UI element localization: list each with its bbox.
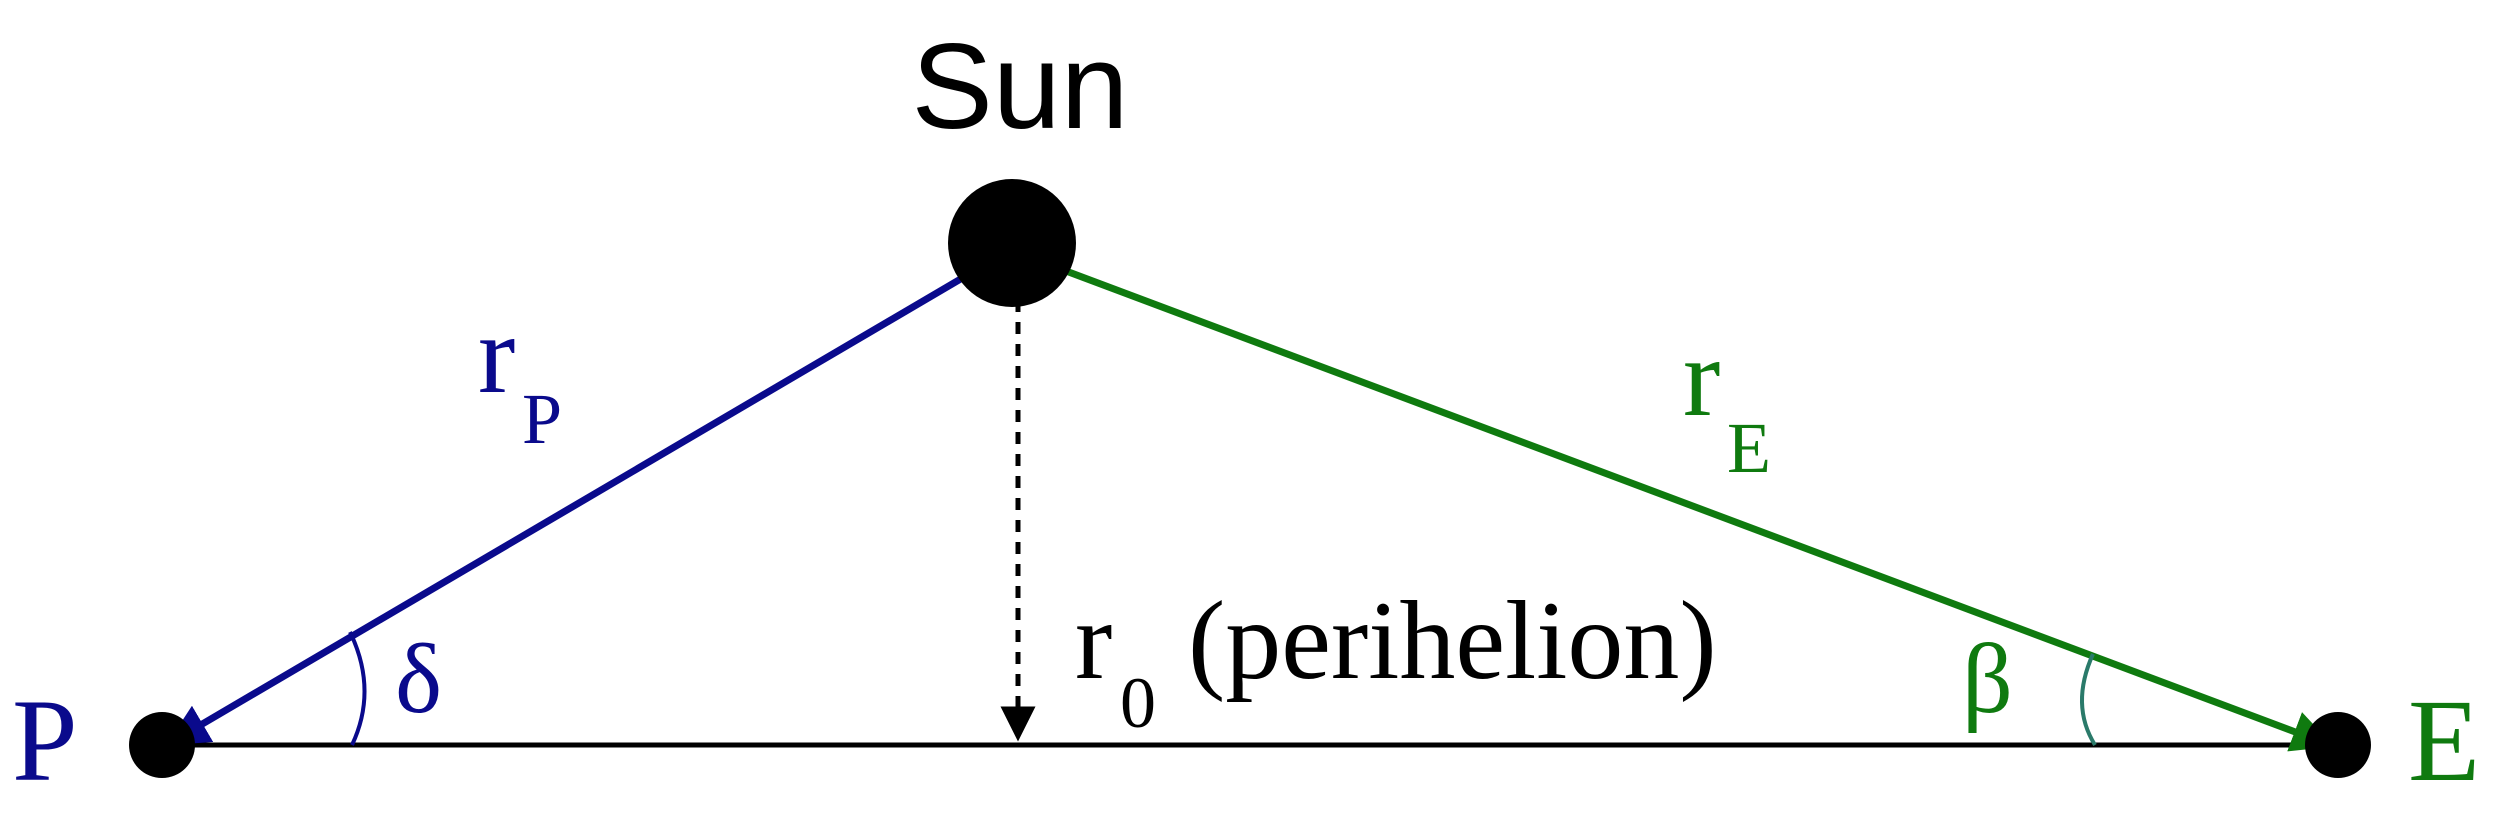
perihelion-label: r 0 (perihelion) [1075,579,1717,743]
delta-angle-arc [348,631,367,746]
sun-to-planet-vector [166,246,1012,747]
beta-angle-label: β [1962,623,2013,734]
r-planet-main: r [478,293,515,417]
delta-angle-label: δ [395,623,442,734]
beta-angle-arc [2080,653,2097,747]
r-zero-subscript: 0 [1120,663,1156,743]
earth-label: E [2408,675,2480,806]
r-earth-subscript: E [1727,408,1771,488]
perihelion-text: (perihelion) [1188,579,1717,703]
r-zero-main: r [1075,579,1112,703]
planet-label: P [12,675,78,806]
r-earth-main: r [1683,316,1720,440]
sun-to-earth-vector [1008,246,2334,752]
r-planet-label: r P [478,293,562,459]
planet-body [129,712,195,778]
sun-label: Sun [911,18,1128,154]
earth-body [2305,712,2371,778]
r-earth-label: r E [1683,316,1771,488]
sun-body [948,179,1076,307]
r-planet-subscript: P [522,379,562,459]
